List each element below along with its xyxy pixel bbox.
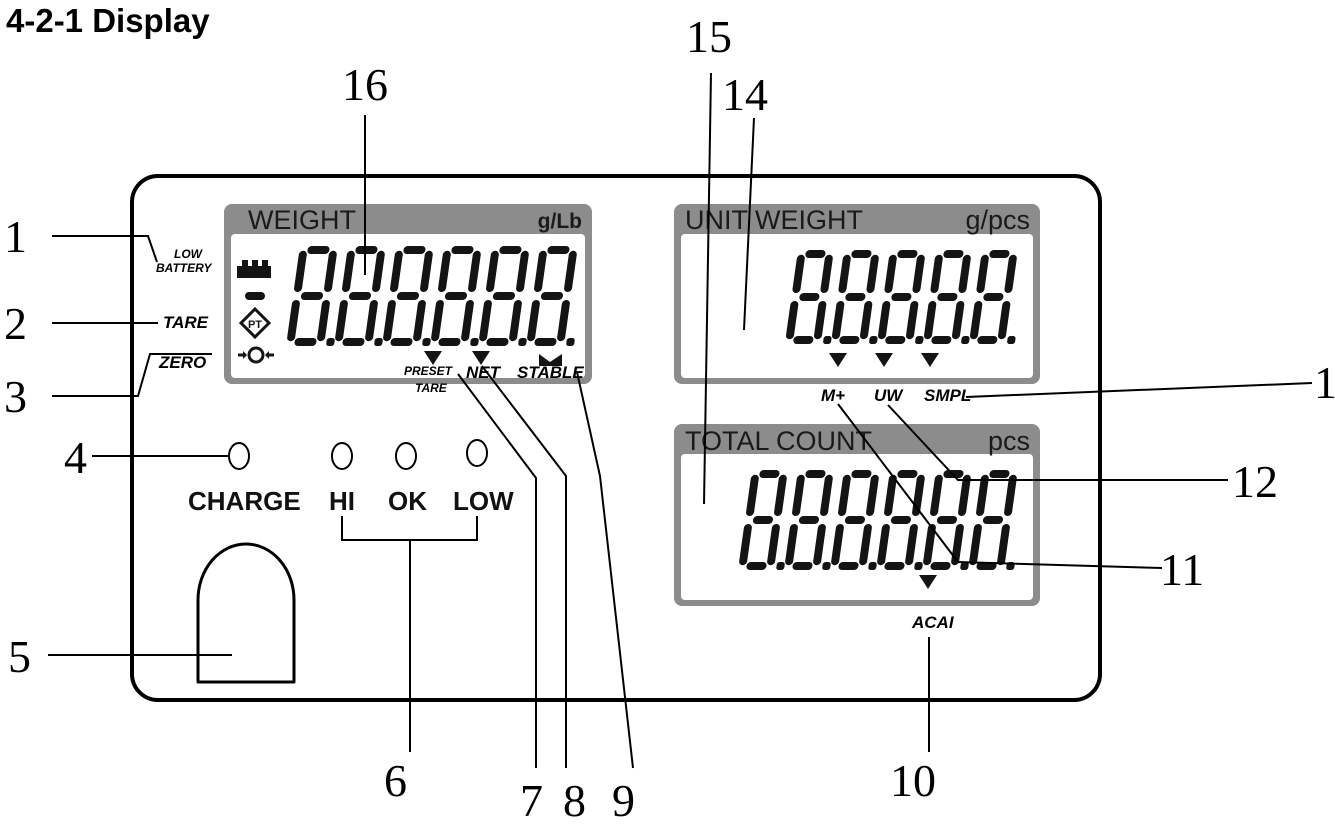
smpl-label: SMPL <box>924 386 971 405</box>
low-battery-label-top: LOW <box>174 247 204 261</box>
seven-segment-digit <box>969 470 1017 570</box>
total-count-panel: TOTAL COUNT pcs <box>674 424 1040 606</box>
seven-segment-digit <box>431 246 481 346</box>
unit-weight-digits <box>785 250 1017 344</box>
callout-10: 10 <box>890 755 936 806</box>
m-plus-label: M+ <box>821 386 845 405</box>
battery-icon <box>237 260 271 278</box>
weight-marker-2 <box>472 351 490 365</box>
weight-panel-title: WEIGHT <box>248 205 356 235</box>
seven-segment-digit <box>785 470 833 570</box>
unit-weight-panel-title: UNIT WEIGHT <box>685 205 863 235</box>
callout-9: 9 <box>612 775 635 825</box>
callout-7: 7 <box>520 775 543 825</box>
seven-segment-digit <box>831 470 879 570</box>
zero-label: ZERO <box>158 353 206 372</box>
charge-socket <box>196 542 296 684</box>
svg-text:PT: PT <box>248 319 262 331</box>
acai-label: ACAI <box>911 613 955 632</box>
page-title: 4-2-1 Display <box>6 2 210 39</box>
uw-marker-3 <box>921 353 939 367</box>
seven-segment-digit <box>785 250 833 344</box>
led-group: CHARGE HI OK LOW <box>188 439 514 541</box>
callout-14: 14 <box>722 69 768 120</box>
callout-15: 15 <box>686 11 732 62</box>
minus-icon <box>245 292 265 300</box>
tare-label: TARE <box>163 313 209 332</box>
callout-2: 2 <box>4 298 27 349</box>
callout-13: 1 <box>1314 357 1335 408</box>
net-label: NET <box>466 363 502 382</box>
callout-8: 8 <box>563 775 586 825</box>
callout-16: 16 <box>342 59 388 110</box>
hi-led <box>331 442 353 470</box>
weight-panel-unit: g/Lb <box>538 210 582 233</box>
callout-12: 12 <box>1232 456 1278 507</box>
charge-led-label: CHARGE <box>188 486 301 516</box>
uw-label: UW <box>874 386 904 405</box>
seven-segment-digit <box>479 246 529 346</box>
zero-icon <box>238 346 274 364</box>
weight-panel: WEIGHT g/Lb PT <box>224 204 592 384</box>
unit-weight-panel: UNIT WEIGHT g/pcs <box>674 204 1040 384</box>
seven-segment-digit <box>739 470 787 570</box>
callout-numbers: 1 2 3 4 5 6 7 8 9 10 11 12 1 14 15 16 <box>4 11 1335 825</box>
low-led-label: LOW <box>453 486 514 516</box>
callout-11: 11 <box>1160 544 1204 595</box>
seven-segment-digit <box>335 246 385 346</box>
seven-segment-digit <box>287 246 337 346</box>
tc-marker <box>919 575 937 589</box>
total-count-digits <box>739 470 1017 570</box>
seven-segment-digit <box>831 250 879 344</box>
preset-label-top: PRESET <box>404 364 454 378</box>
leader-lines <box>48 72 1313 769</box>
low-battery-label-bottom: BATTERY <box>156 261 213 275</box>
seven-segment-digit <box>969 250 1017 344</box>
callout-3: 3 <box>4 371 27 422</box>
uw-marker-1 <box>829 353 847 367</box>
seven-segment-digit <box>923 250 971 344</box>
total-count-panel-unit: pcs <box>988 426 1030 456</box>
weight-marker-3 <box>539 354 562 366</box>
weight-marker-1 <box>424 351 442 365</box>
charge-led <box>228 442 250 470</box>
weight-digits <box>287 246 577 346</box>
callout-1: 1 <box>4 211 27 262</box>
low-led <box>466 439 488 467</box>
seven-segment-digit <box>383 246 433 346</box>
preset-label-bottom: TARE <box>415 381 448 395</box>
callout-5: 5 <box>8 631 31 682</box>
ok-led <box>395 442 417 470</box>
unit-weight-panel-unit: g/pcs <box>965 205 1030 235</box>
preset-tare-icon: PT <box>238 306 272 340</box>
stable-label: STABLE <box>517 363 584 382</box>
uw-marker-2 <box>875 353 893 367</box>
callout-4: 4 <box>64 432 87 483</box>
seven-segment-digit <box>527 246 577 346</box>
hi-led-label: HI <box>329 486 355 516</box>
ok-led-label: OK <box>388 486 427 516</box>
seven-segment-digit <box>877 250 925 344</box>
callout-6: 6 <box>384 755 407 806</box>
total-count-panel-title: TOTAL COUNT <box>685 426 872 456</box>
